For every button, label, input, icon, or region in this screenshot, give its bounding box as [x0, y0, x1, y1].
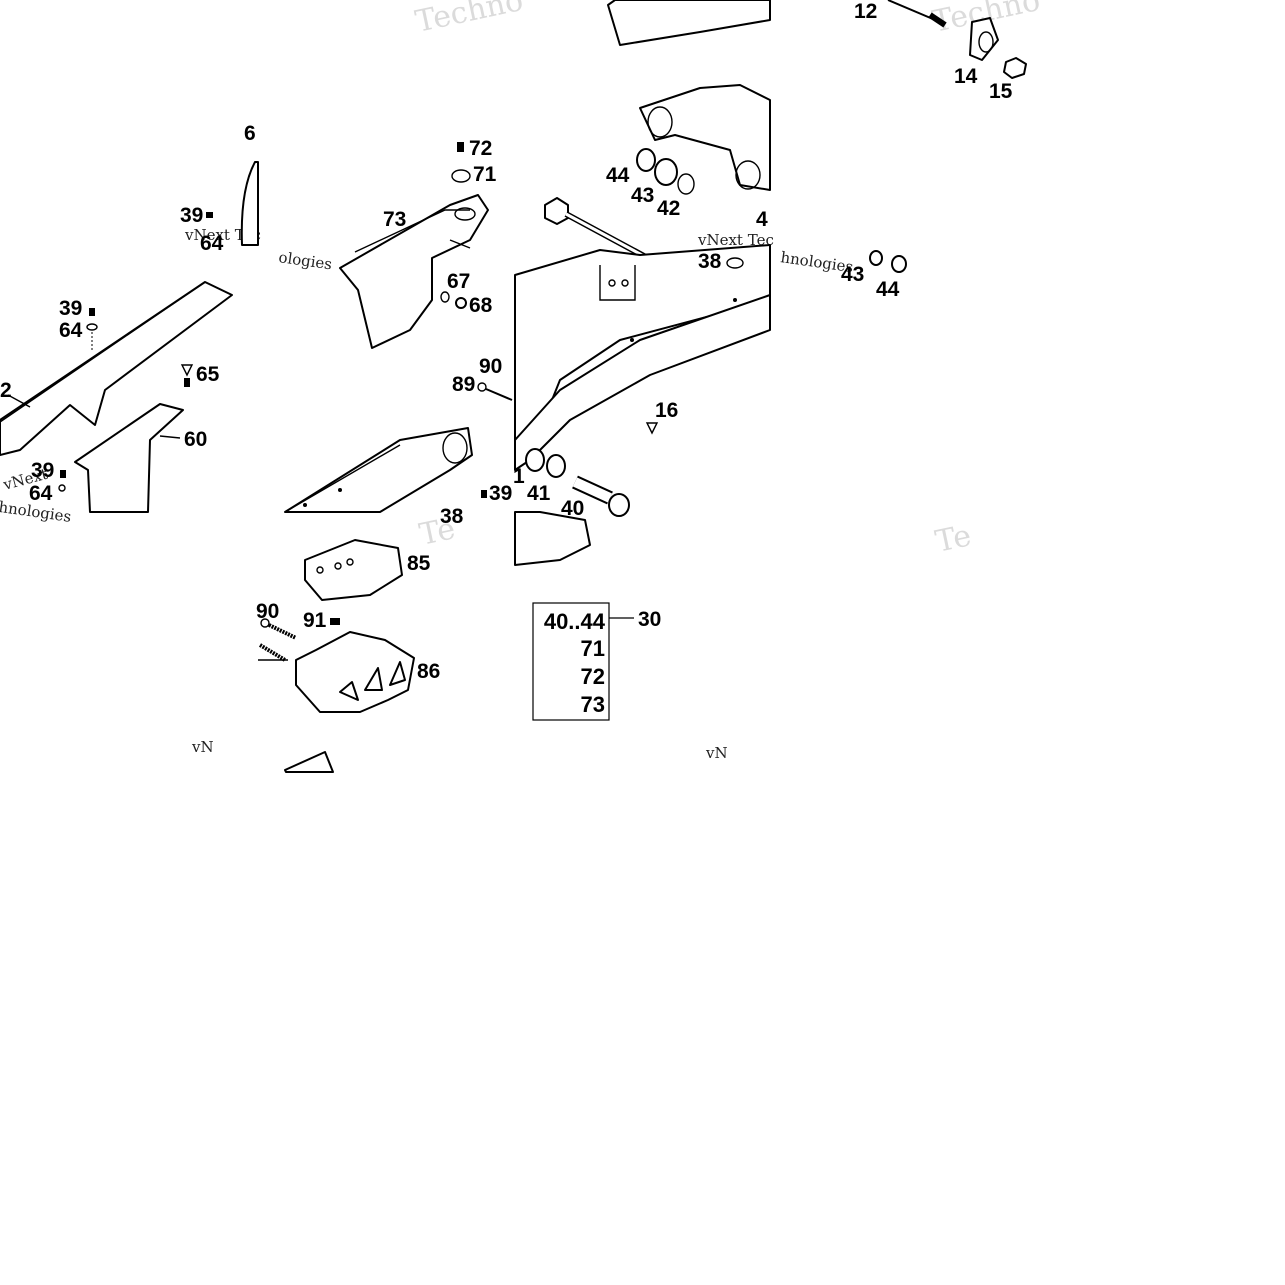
- bolt-icon: [260, 618, 297, 640]
- chain-guard-top-part: [607, 0, 771, 46]
- callout-label: 64: [29, 482, 53, 505]
- callout-label: 4: [756, 208, 768, 231]
- chain-slider-group: [0, 161, 259, 513]
- bolt-icon: [477, 382, 513, 401]
- callout-label: 73: [383, 208, 406, 231]
- watermark-text: Te: [932, 518, 974, 560]
- watermark-text: ologies: [277, 248, 333, 273]
- callout-label: 39: [31, 459, 54, 482]
- callout-label: 72: [469, 137, 492, 160]
- callout-label: 42: [657, 197, 680, 220]
- bolt-icon: [258, 643, 287, 662]
- callout-label: 12: [854, 0, 877, 23]
- screw-icon: [481, 490, 487, 498]
- chain-guide-lower-group: [258, 539, 415, 773]
- kit-row: 72: [581, 664, 605, 689]
- callout-label: 65: [196, 363, 220, 386]
- kit-row: 71: [581, 636, 605, 661]
- nut-icon: [1003, 57, 1027, 79]
- screw-icon: [58, 470, 66, 492]
- callout-label: 89: [452, 373, 475, 396]
- callout-label: 15: [989, 80, 1013, 103]
- callout-label: 90: [256, 600, 279, 623]
- watermark-text: vN: [705, 744, 728, 762]
- callout-label: 38: [440, 505, 464, 528]
- swingarm-pivot-group: [514, 0, 771, 566]
- callout-label: 68: [469, 294, 493, 317]
- callout-label: 39: [489, 482, 512, 505]
- callout-label: 64: [59, 319, 83, 342]
- callout-label: 6: [244, 122, 256, 145]
- chain-guide-part: [304, 539, 403, 601]
- callout-label: 44: [606, 164, 630, 187]
- bearing-icon: [654, 158, 678, 186]
- seal-icon: [636, 148, 656, 172]
- callout-label: 39: [180, 204, 203, 227]
- bearing-icon: [525, 448, 545, 472]
- bearing-icon: [869, 250, 883, 266]
- kit-row: 73: [581, 692, 605, 717]
- swingarm-guard-part: [339, 194, 489, 349]
- callout-label: 91: [303, 609, 327, 632]
- callout-label: 67: [447, 270, 470, 293]
- callout-label: 86: [417, 660, 440, 683]
- watermark-text: vNext Tec: [697, 231, 774, 249]
- callout-label: 41: [527, 482, 551, 505]
- callout-label: 90: [479, 355, 502, 378]
- screw-icon: [180, 364, 194, 387]
- callout-label: 44: [876, 278, 900, 301]
- callout-label: 43: [841, 263, 864, 286]
- kit-row: 40..44: [544, 609, 606, 634]
- watermark-text: vN: [191, 738, 214, 756]
- callout-layer: 6 12 14 15 16 38 38 39 39 39 39 40 41 1 …: [0, 0, 1013, 683]
- washer-icon: [440, 291, 450, 303]
- washer-icon: [677, 173, 695, 195]
- rear-axle-group: [869, 0, 1027, 273]
- callout-label: 60: [184, 428, 207, 451]
- bearing-icon: [546, 454, 566, 478]
- fender-part: [240, 161, 259, 246]
- watermark-text: Te: [416, 511, 458, 553]
- cap-icon: [726, 257, 744, 269]
- kit-reference-box: 40..44 71 72 73 30: [532, 602, 661, 721]
- washer-icon: [451, 169, 471, 183]
- callout-label: 1: [513, 465, 525, 488]
- chain-guide-part: [295, 631, 415, 713]
- nut-icon: [455, 297, 467, 309]
- seal-icon: [891, 255, 907, 273]
- swingarm-guard-group: [284, 142, 513, 513]
- callout-label: 64: [200, 232, 224, 255]
- kit-ref-label: 30: [638, 608, 661, 631]
- screw-icon: [457, 142, 464, 152]
- chain-guide-part: [74, 403, 184, 513]
- callout-label: 71: [473, 163, 497, 186]
- callout-label: 14: [954, 65, 978, 88]
- pivot-axle-icon: [544, 197, 657, 265]
- screw-icon: [206, 212, 213, 218]
- spacer-icon: [572, 475, 613, 505]
- chain-slider-part: [0, 281, 233, 456]
- screw-icon: [330, 618, 340, 625]
- callout-label: 85: [407, 552, 431, 575]
- linkage-arm-part: [639, 84, 771, 191]
- callout-label: 39: [59, 297, 82, 320]
- callout-label: 16: [655, 399, 678, 422]
- swingarm-part: [284, 427, 473, 513]
- callout-label: 43: [631, 184, 654, 207]
- callout-label: 38: [698, 250, 722, 273]
- callout-label: 2: [0, 379, 12, 402]
- watermark-text: Techno: [412, 0, 526, 40]
- screw-icon: [86, 308, 98, 350]
- cap-icon: [645, 422, 659, 435]
- callout-label: 40: [561, 497, 584, 520]
